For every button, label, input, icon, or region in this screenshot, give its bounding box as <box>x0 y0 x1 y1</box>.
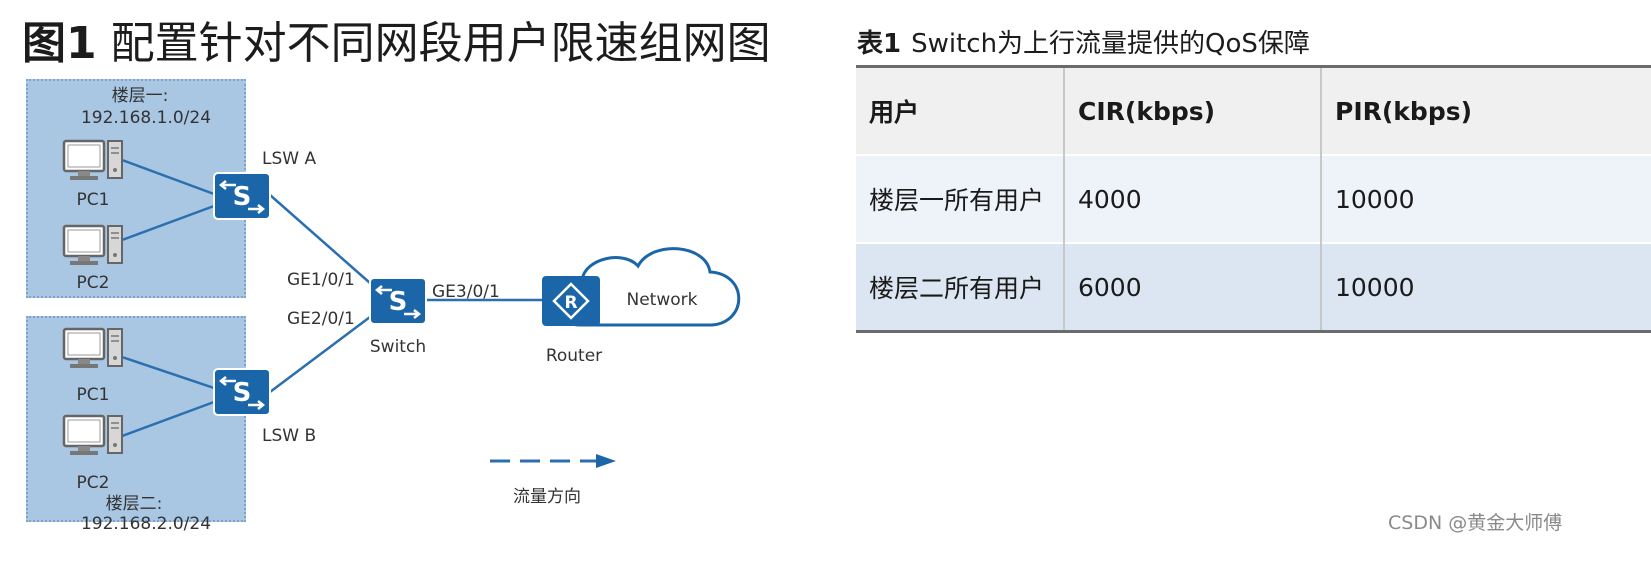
core-switch-icon <box>368 276 428 326</box>
table-row: 楼层一所有用户 4000 10000 <box>856 155 1651 243</box>
floor1-subnet: 192.168.1.0/24 <box>81 108 211 128</box>
table-title: 表1 Switch为上行流量提供的QoS保障 <box>857 28 1310 60</box>
lsw-a-label: LSW A <box>262 149 316 169</box>
floor1-pc2-label: PC2 <box>77 273 110 293</box>
floor1-name: 楼层一: <box>112 86 169 106</box>
traffic-direction-arrow-icon <box>490 454 616 468</box>
header-cir: CIR(kbps) <box>1064 66 1322 155</box>
link-pc1b-lswb <box>121 355 215 390</box>
watermark: CSDN @黄金大师傅 <box>1388 512 1563 534</box>
figure-number: 图1 <box>22 18 97 69</box>
pc2-floor1-icon <box>62 224 124 267</box>
port-ge3-label: GE3/0/1 <box>432 282 500 302</box>
floor1-pc1-label: PC1 <box>77 190 110 210</box>
table-row: 楼层二所有用户 6000 10000 <box>856 243 1651 332</box>
cell-user: 楼层二所有用户 <box>856 243 1065 332</box>
pc2-floor2-icon <box>62 414 124 457</box>
floor1-zone <box>26 79 246 298</box>
network-label: Network <box>627 290 698 310</box>
pc1-floor2-icon <box>62 327 124 370</box>
svg-text:R: R <box>564 293 577 313</box>
cell-pir: 10000 <box>1335 184 1415 214</box>
router-label: Router <box>546 346 602 366</box>
header-pir: PIR(kbps) <box>1335 96 1473 126</box>
cell-cir: 4000 <box>1064 155 1322 243</box>
lsw-b-label: LSW B <box>262 426 316 446</box>
legend-label: 流量方向 <box>513 487 581 507</box>
qos-table: 用户 CIR(kbps) PIR(kbps) 楼层一所有用户 4000 1000… <box>856 65 1651 333</box>
link-lswa-switch <box>269 194 371 284</box>
links <box>121 158 544 438</box>
router-icon: R <box>542 276 600 326</box>
cell-cir: 6000 <box>1064 243 1322 332</box>
table-title-text: Switch为上行流量提供的QoS保障 <box>911 29 1310 59</box>
port-ge1-label: GE1/0/1 <box>287 270 355 290</box>
floor2-pc1-label: PC1 <box>77 385 110 405</box>
floor2-name: 楼层二: <box>106 494 163 514</box>
figure-title: 图1 配置针对不同网段用户限速组网图 <box>22 14 771 74</box>
switch-label: Switch <box>370 337 426 357</box>
floor2-subnet: 192.168.2.0/24 <box>81 514 211 534</box>
floor2-zone <box>26 316 246 522</box>
lsw-a-icon <box>212 171 272 221</box>
cell-pir: 10000 <box>1335 272 1415 302</box>
table-header-row: 用户 CIR(kbps) PIR(kbps) <box>856 66 1651 155</box>
link-lswb-switch <box>269 316 371 393</box>
lsw-b-icon <box>212 367 272 417</box>
link-pc2a-lswa <box>121 204 215 242</box>
figure-title-text: 配置针对不同网段用户限速组网图 <box>110 18 771 69</box>
table-number: 表1 <box>857 29 902 59</box>
network-diagram: S R 楼层一: 192.168.1.0/24 PC1 PC2 PC1 PC2 … <box>62 86 741 534</box>
link-pc2b-lswb <box>121 400 215 438</box>
link-pc1a-lswa <box>121 158 215 196</box>
header-user: 用户 <box>856 66 1065 155</box>
floor2-pc2-label: PC2 <box>77 473 110 493</box>
cell-user: 楼层一所有用户 <box>856 155 1065 243</box>
pc1-floor1-icon <box>62 139 124 182</box>
port-ge2-label: GE2/0/1 <box>287 309 355 329</box>
